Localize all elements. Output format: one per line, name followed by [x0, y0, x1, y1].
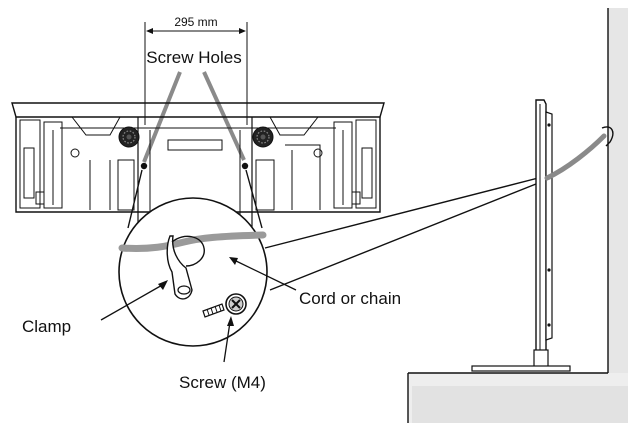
wall: [607, 8, 628, 373]
clamp-label: Clamp: [22, 317, 71, 336]
zoom-callout-lines: [127, 169, 547, 291]
clamp-icon: [166, 235, 205, 300]
screw-hole-left: [140, 162, 148, 170]
screw-label: Screw (M4): [179, 373, 266, 392]
label-pointers: [100, 257, 297, 363]
cord-label: Cord or chain: [299, 289, 401, 308]
tv-side-view: [471, 99, 571, 374]
dimension-label: 295 mm: [174, 15, 217, 29]
shelf: [407, 372, 628, 423]
screw-hole-right: [241, 162, 249, 170]
magnified-detail: [118, 197, 268, 347]
speaker-grille-icon: [252, 126, 274, 148]
cord-detail: [118, 231, 267, 252]
cord-to-wall: [544, 126, 614, 181]
screw-icon: [202, 293, 247, 318]
tv-back-view: [11, 102, 385, 239]
speaker-grille-icon: [118, 126, 140, 148]
screw-holes-label: Screw Holes: [146, 48, 241, 67]
dimension-indicator: 295 mm: [144, 15, 248, 125]
